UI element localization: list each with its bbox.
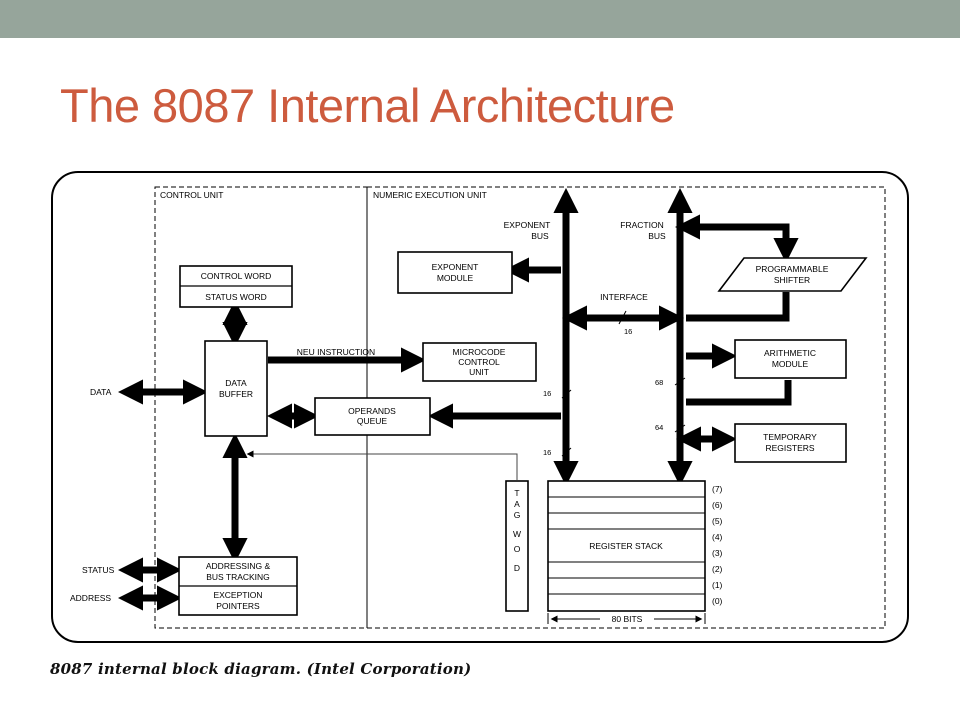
control-unit-label: CONTROL UNIT — [160, 190, 223, 200]
exponent-bus-label-2: BUS — [531, 231, 549, 241]
exp-bus-width-lower: 16 — [543, 448, 551, 457]
shifter-label-2: SHIFTER — [774, 275, 810, 285]
programmable-shifter-block — [717, 257, 868, 292]
register-index: (1) — [712, 580, 723, 590]
slide-title: The 8087 Internal Architecture — [60, 79, 675, 132]
arithmetic-label-1: ARITHMETIC — [764, 348, 816, 358]
register-index: (3) — [712, 548, 723, 558]
microcode-label-3: UNIT — [469, 367, 489, 377]
operands-label-1: OPERANDS — [348, 406, 396, 416]
temp-registers-label-2: REGISTERS — [765, 443, 814, 453]
register-index: (2) — [712, 564, 723, 574]
exponent-bus-label-1: EXPONENT — [504, 220, 551, 230]
arithmetic-label-2: MODULE — [772, 359, 809, 369]
register-index: (0) — [712, 596, 723, 606]
tag-word-letter: A — [514, 499, 520, 509]
data-buffer-block — [204, 340, 268, 437]
diagram-frame — [51, 171, 909, 643]
status-label: STATUS — [82, 565, 115, 575]
tag-word-letter: G — [514, 510, 521, 520]
arithmetic-return — [686, 380, 792, 406]
exponent-module-block — [397, 251, 513, 294]
arithmetic-module-block — [734, 339, 847, 379]
control-word-label: CONTROL WORD — [201, 271, 272, 281]
register-stack-block — [547, 480, 706, 612]
exception-label-2: POINTERS — [216, 601, 260, 611]
register-index: (6) — [712, 500, 723, 510]
temp-registers-label-1: TEMPORARY — [763, 432, 817, 442]
data-buffer-label-2: BUFFER — [219, 389, 253, 399]
register-stack-label: REGISTER STACK — [589, 541, 663, 551]
exception-label-1: EXCEPTION — [213, 590, 262, 600]
tag-word-letter: D — [514, 563, 520, 573]
register-index: (4) — [712, 532, 723, 542]
neu-instruction-label: NEU INSTRUCTION — [297, 347, 375, 357]
addressing-label-2: BUS TRACKING — [206, 572, 270, 582]
addressing-label-1: ADDRESSING & — [206, 561, 271, 571]
fraction-bus-label-2: BUS — [648, 231, 666, 241]
tag-word-letter: O — [514, 544, 521, 554]
operands-label-2: QUEUE — [357, 416, 388, 426]
microcode-control-unit-block — [422, 342, 537, 382]
tag-word-letter: W — [513, 529, 521, 539]
address-label: ADDRESS — [70, 593, 111, 603]
exponent-module-label-1: EXPONENT — [432, 262, 479, 272]
register-index: (5) — [712, 516, 723, 526]
frac-bus-width-upper: 68 — [655, 378, 663, 387]
data-label: DATA — [90, 387, 112, 397]
top-band — [0, 0, 960, 38]
tag-word-block — [505, 480, 529, 612]
tag-word-letter: T — [514, 488, 519, 498]
data-buffer-label-1: DATA — [225, 378, 247, 388]
fraction-bus-label-1: FRACTION — [620, 220, 663, 230]
interface-label: INTERFACE — [600, 292, 648, 302]
tag-word-feedback — [246, 450, 518, 480]
status-word-label: STATUS WORD — [205, 292, 267, 302]
operands-queue-block — [314, 397, 431, 436]
exponent-module-label-2: MODULE — [437, 273, 474, 283]
shifter-return — [686, 292, 790, 322]
shifter-label-1: PROGRAMMABLE — [756, 264, 829, 274]
neu-label: NUMERIC EXECUTION UNIT — [373, 190, 487, 200]
register-index: (7) — [712, 484, 723, 494]
frac-bus-width-lower: 64 — [655, 423, 663, 432]
figure-caption: 8087 internal block diagram. (Intel Corp… — [50, 660, 472, 678]
temporary-registers-block — [734, 423, 847, 463]
exp-bus-width-upper: 16 — [543, 389, 551, 398]
bits-80-label: 80 BITS — [612, 614, 643, 624]
interface-width: 16 — [624, 327, 632, 336]
microcode-label-2: CONTROL — [458, 357, 500, 367]
microcode-label-1: MICROCODE — [453, 347, 506, 357]
shifter-loop — [674, 214, 799, 264]
